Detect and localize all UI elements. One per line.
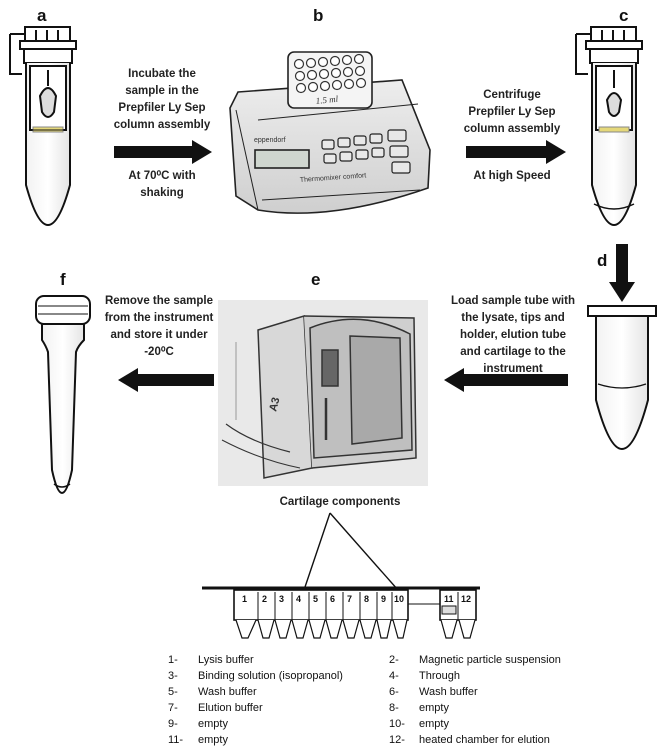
legend-item-9: 9-empty <box>168 718 228 730</box>
arrow-e-to-f <box>118 368 214 392</box>
thermomixer-device <box>229 51 431 214</box>
tube-f-stored-sample <box>35 295 91 494</box>
panel-label-d: d <box>597 251 608 270</box>
legend-right-column: 2-Magnetic particle suspension 4-Through… <box>389 652 561 748</box>
panel-label-f: f <box>60 270 66 289</box>
tube-a-column-assembly <box>9 26 77 226</box>
well-number-9: 9 <box>381 594 386 604</box>
legend-item-6: 6-Wash buffer <box>389 686 478 698</box>
thermomixer-block-label: 1.5 ml <box>315 94 339 106</box>
legend-item-11: 11-empty <box>168 734 228 746</box>
cartilage-callout-lines <box>303 512 399 591</box>
arrow-c-to-d <box>609 244 635 302</box>
arrow-d-to-e <box>444 368 568 392</box>
thermomixer-brand: eppendorf <box>254 137 286 144</box>
legend-item-12: 12-heated chamber for elution <box>389 734 550 746</box>
instrument-badge: A3 <box>267 396 282 413</box>
extraction-instrument <box>218 300 428 486</box>
well-number-11: 11 <box>444 594 454 604</box>
well-number-7: 7 <box>347 594 352 604</box>
well-number-5: 5 <box>313 594 318 604</box>
well-number-1: 1 <box>242 594 247 604</box>
well-number-10: 10 <box>394 594 404 604</box>
well-number-4: 4 <box>296 594 301 604</box>
panel-label-e: e <box>311 270 321 289</box>
panel-label-a: a <box>37 6 47 25</box>
well-number-3: 3 <box>279 594 284 604</box>
legend-item-7: 7-Elution buffer <box>168 702 263 714</box>
tube-c-column-assembly <box>575 26 643 226</box>
step-centrifuge-condition: At high Speed <box>473 170 551 182</box>
legend-left-column: 1-Lysis buffer 3-Binding solution (isopr… <box>168 652 343 748</box>
legend-item-5: 5-Wash buffer <box>168 686 257 698</box>
cartilage-title: Cartilage components <box>279 496 401 508</box>
panel-label-b: b <box>313 6 324 25</box>
thermomixer-model-name: Thermomixer comfort <box>300 172 367 184</box>
well-number-8: 8 <box>364 594 369 604</box>
tube-d-elution <box>587 305 657 450</box>
cartilage-strip <box>202 586 480 639</box>
arrow-b-to-c <box>466 140 566 164</box>
legend-item-8: 8-empty <box>389 702 449 714</box>
legend-item-2: 2-Magnetic particle suspension <box>389 654 561 666</box>
well-number-6: 6 <box>330 594 335 604</box>
legend-item-1: 1-Lysis buffer <box>168 654 254 666</box>
legend-item-4: 4-Through <box>389 670 460 682</box>
well-number-2: 2 <box>262 594 267 604</box>
arrow-a-to-b <box>114 140 212 164</box>
cartilage-well-numbers: 1 2 3 4 5 6 7 8 9 10 11 12 <box>242 594 471 604</box>
panel-label-c: c <box>619 6 629 25</box>
well-number-12: 12 <box>461 594 471 604</box>
legend-item-3: 3-Binding solution (isopropanol) <box>168 670 343 682</box>
legend-item-10: 10-empty <box>389 718 449 730</box>
